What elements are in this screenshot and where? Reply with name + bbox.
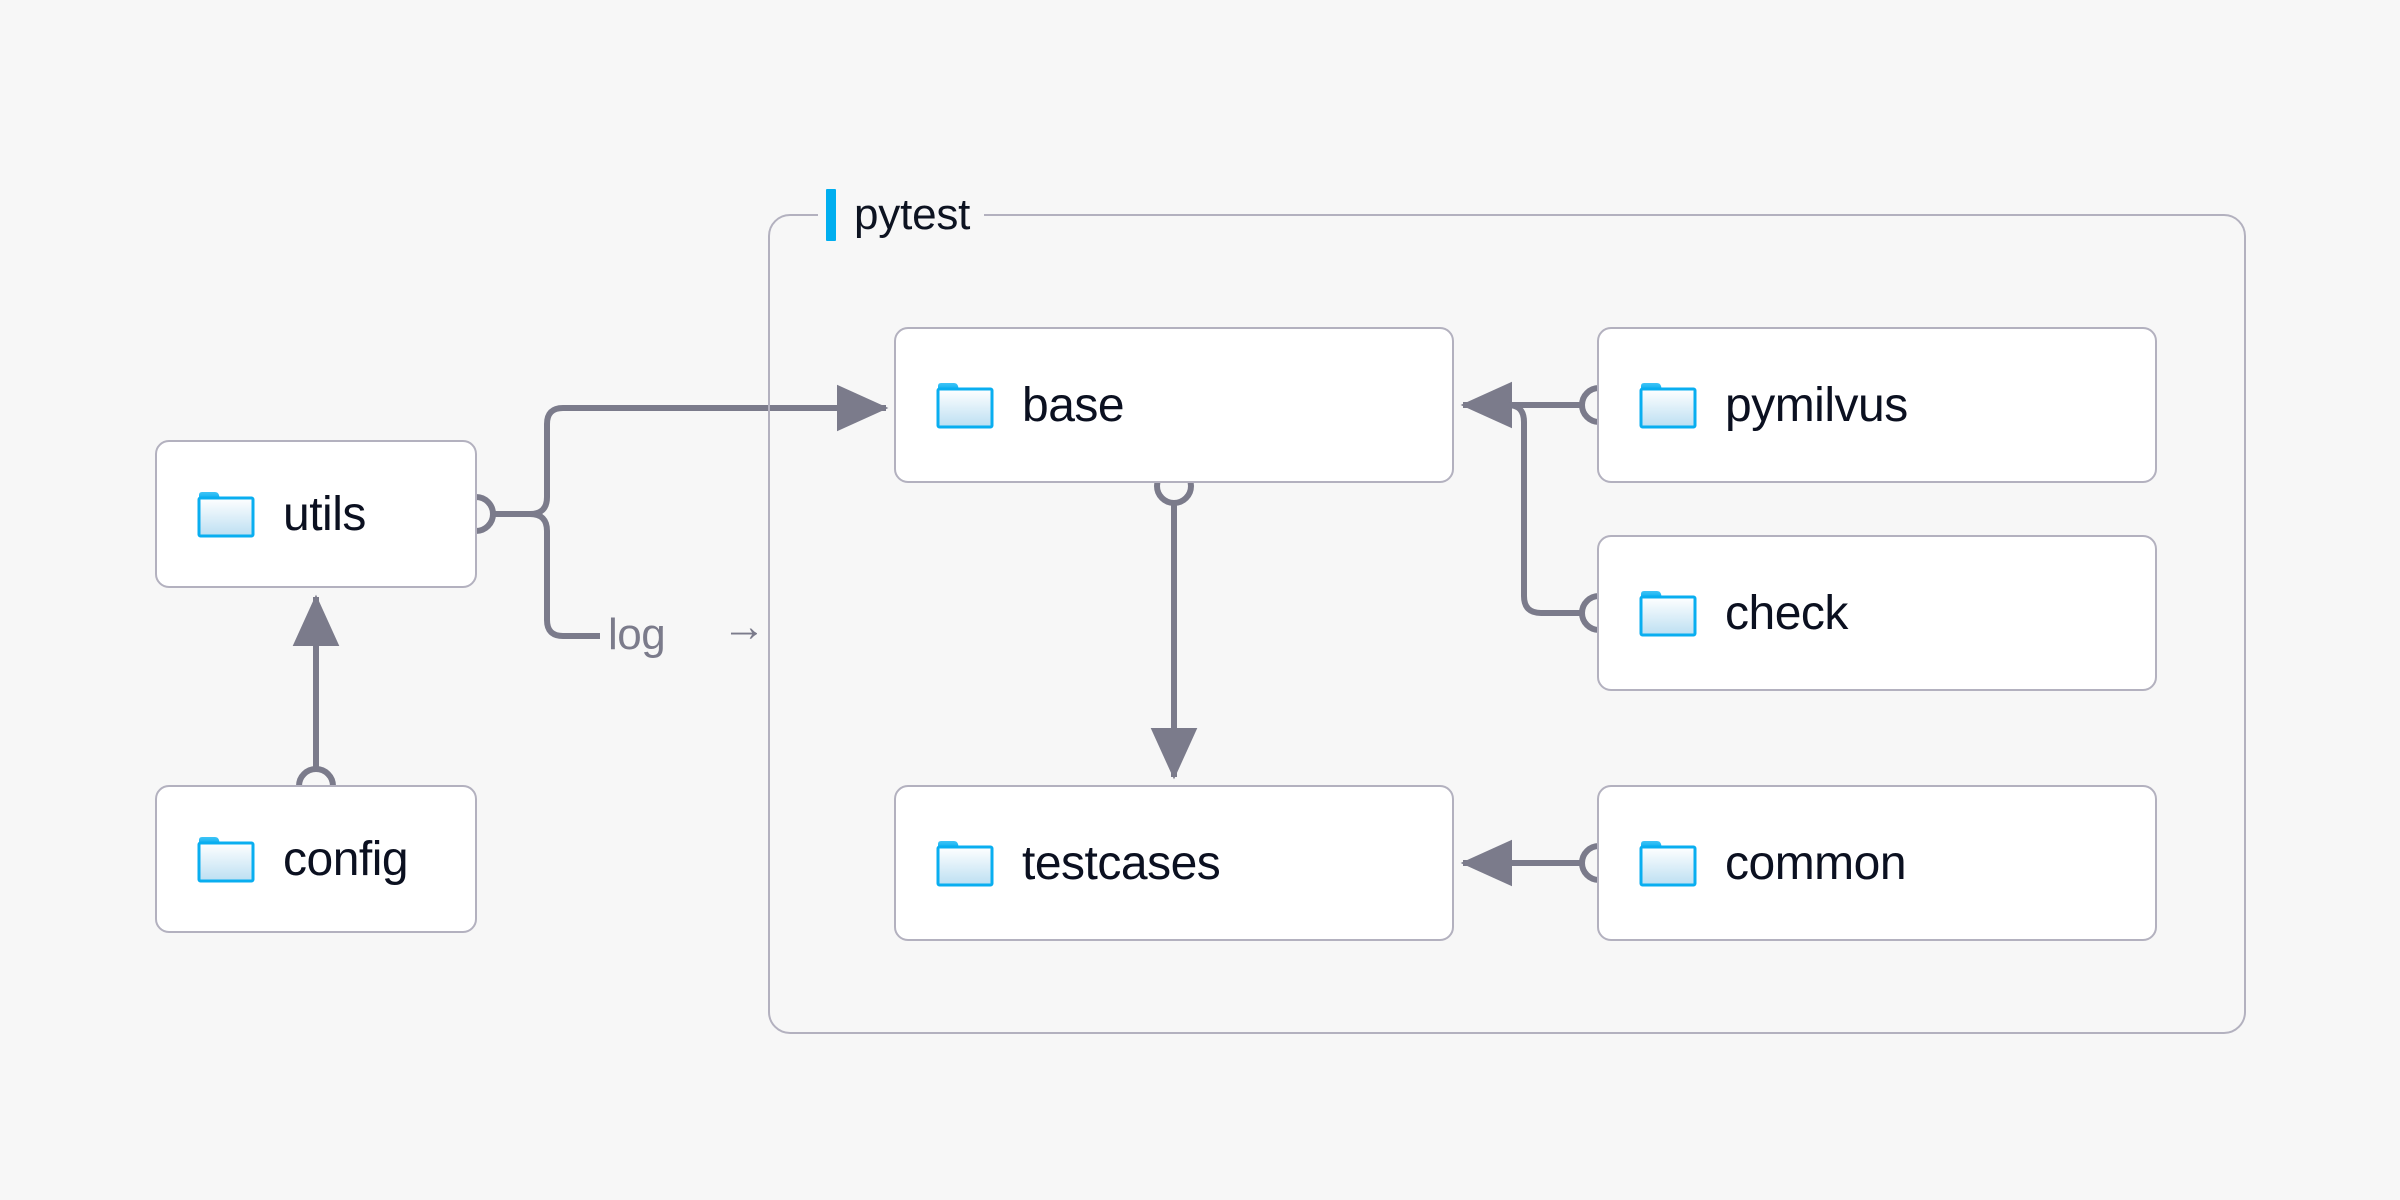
node-base[interactable]: base [894, 327, 1454, 483]
node-common-label: common [1725, 836, 1907, 890]
node-config-label: config [283, 832, 409, 886]
node-pymilvus-label: pymilvus [1725, 378, 1908, 432]
node-common[interactable]: common [1597, 785, 2157, 941]
node-base-label: base [1022, 378, 1125, 432]
edge-label-log: log [608, 610, 666, 659]
folder-icon [936, 383, 994, 429]
node-pymilvus[interactable]: pymilvus [1597, 327, 2157, 483]
pytest-group-box[interactable] [768, 214, 2246, 1034]
edge-label-log-arrow-icon: → [722, 602, 766, 651]
node-check-label: check [1725, 586, 1848, 640]
folder-icon [197, 837, 255, 883]
accent-bar-icon [826, 189, 836, 241]
node-utils-label: utils [283, 487, 366, 541]
node-utils[interactable]: utils [155, 440, 477, 588]
node-testcases-label: testcases [1022, 836, 1221, 890]
node-check[interactable]: check [1597, 535, 2157, 691]
pytest-group-label: pytest [854, 190, 971, 239]
edge-utils-to-log [529, 511, 600, 639]
node-config[interactable]: config [155, 785, 477, 933]
pytest-group-label-wrap: pytest [818, 188, 985, 242]
folder-icon [936, 841, 994, 887]
folder-icon [1639, 841, 1697, 887]
folder-icon [197, 492, 255, 538]
node-testcases[interactable]: testcases [894, 785, 1454, 941]
folder-icon [1639, 591, 1697, 637]
folder-icon [1639, 383, 1697, 429]
